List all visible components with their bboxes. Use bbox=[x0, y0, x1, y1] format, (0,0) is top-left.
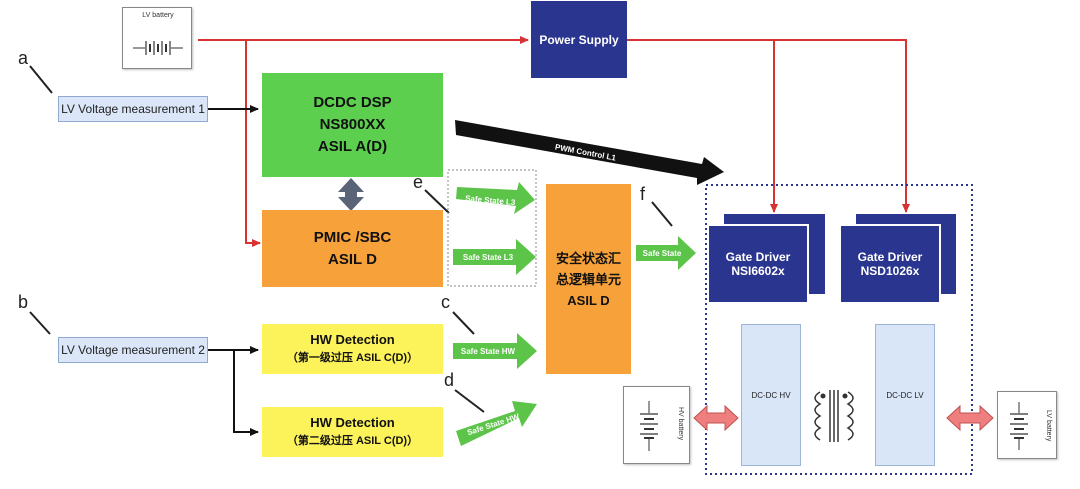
lv-battery-top: LV battery bbox=[122, 7, 192, 69]
pmic-title: PMIC /SBC bbox=[313, 228, 392, 246]
hv-battery-label: HV battery bbox=[677, 407, 684, 441]
safe-state-hw-c-label: Safe State HW bbox=[461, 347, 516, 356]
gate-driver-1-title: Gate Driver bbox=[725, 250, 791, 264]
dcdc-hv-block: DC-DC HV bbox=[741, 324, 801, 466]
lv-voltage-measurement-1: LV Voltage measurement 1 bbox=[58, 96, 208, 122]
dcdc-lv-block: DC-DC LV bbox=[875, 324, 935, 466]
lv-voltage-measurement-2: LV Voltage measurement 2 bbox=[58, 337, 208, 363]
power-supply-block: Power Supply bbox=[531, 1, 627, 78]
power-stage-region bbox=[705, 184, 973, 475]
pointer-c bbox=[452, 311, 475, 335]
safe-logic-line2: 总逻辑单元 bbox=[555, 271, 621, 287]
lv-battery-right: LV battery bbox=[997, 391, 1057, 459]
safe-state-l3-top-arrow: Safe State L3 bbox=[456, 182, 535, 214]
safe-state-l3-mid-label: Safe State L3 bbox=[463, 253, 514, 262]
pointer-a bbox=[29, 65, 53, 94]
hw-detection-2-title: HW Detection bbox=[310, 415, 395, 430]
pointer-d bbox=[454, 389, 485, 413]
battery-icon bbox=[133, 41, 183, 55]
lv-battery-to-pmic-line bbox=[245, 40, 261, 247]
pointer-f bbox=[651, 201, 673, 227]
safe-state-l3-group bbox=[447, 169, 537, 287]
hw-detection-2-desc: （第二级过压 ASIL C(D)） bbox=[286, 435, 419, 447]
safe-state-hw-d-label: Safe State HW bbox=[466, 412, 521, 437]
dcdc-dsp-part: NS800XX bbox=[319, 116, 386, 133]
hv-battery-icon bbox=[640, 401, 658, 451]
pointer-e bbox=[424, 189, 450, 214]
safe-state-out-arrow: Safe State bbox=[636, 236, 696, 270]
gate-driver-2-block: Gate Driver NSD1026x bbox=[841, 224, 941, 302]
lv-battery-right-icon bbox=[1010, 402, 1028, 450]
gate-driver-2-title: Gate Driver bbox=[857, 250, 923, 264]
transformer-icon bbox=[814, 390, 854, 442]
hw-detection-2-block: HW Detection （第二级过压 ASIL C(D)） bbox=[262, 407, 443, 457]
pwm-control-arrow: PWM Control L1 bbox=[455, 120, 724, 185]
dcdc-dsp-title: DCDC DSP bbox=[313, 94, 392, 111]
pmic-sbc-block: PMIC /SBC ASIL D bbox=[262, 210, 443, 287]
dsp-pmic-double-arrow bbox=[338, 178, 364, 211]
hw-detection-1-title: HW Detection bbox=[310, 332, 395, 347]
hw-detection-1-block: HW Detection （第一级过压 ASIL C(D)） bbox=[262, 324, 443, 374]
marker-d: d bbox=[444, 370, 455, 390]
safe-state-out-label: Safe State bbox=[643, 249, 682, 258]
meas2-to-hw-detect-2-line bbox=[233, 350, 259, 436]
pointer-b bbox=[29, 311, 51, 335]
hv-battery: HV battery bbox=[623, 386, 690, 464]
dcdc-dsp-block: DCDC DSP NS800XX ASIL A(D) bbox=[262, 73, 443, 177]
lv-battery-top-label: LV battery bbox=[142, 12, 174, 19]
power-supply-label: Power Supply bbox=[539, 32, 619, 47]
power-supply-to-gate-driver-2-line bbox=[774, 39, 910, 213]
gate-driver-1-part: NSI6602x bbox=[731, 264, 785, 278]
marker-c: c bbox=[441, 292, 450, 312]
marker-e: e bbox=[413, 172, 424, 192]
gate-driver-2-part: NSD1026x bbox=[860, 264, 920, 278]
safe-state-hw-c-arrow: Safe State HW bbox=[453, 333, 537, 369]
safe-state-l3-top-label: Safe State L3 bbox=[465, 194, 516, 207]
safe-state-l3-mid-arrow: Safe State L3 bbox=[453, 239, 536, 275]
gate-driver-1-block: Gate Driver NSI6602x bbox=[709, 224, 809, 302]
marker-a: a bbox=[18, 48, 29, 68]
hw-detection-1-desc: （第一级过压 ASIL C(D)） bbox=[286, 352, 419, 364]
safe-state-hw-d-arrow: Safe State HW bbox=[456, 401, 537, 446]
lv-battery-link-arrow bbox=[946, 404, 994, 432]
lv-battery-right-label: LV battery bbox=[1045, 410, 1052, 442]
safe-logic-line1: 安全状态汇 bbox=[555, 250, 621, 266]
safe-logic-asil: ASIL D bbox=[567, 292, 610, 308]
hv-battery-link-arrow bbox=[693, 404, 739, 432]
marker-b: b bbox=[18, 292, 29, 312]
marker-f: f bbox=[640, 184, 646, 204]
dcdc-dsp-asil: ASIL A(D) bbox=[317, 138, 388, 155]
power-supply-to-gate-driver-1-line bbox=[627, 39, 778, 213]
pmic-asil: ASIL D bbox=[328, 250, 377, 268]
safe-state-logic-block: 安全状态汇 总逻辑单元 ASIL D bbox=[546, 184, 631, 374]
